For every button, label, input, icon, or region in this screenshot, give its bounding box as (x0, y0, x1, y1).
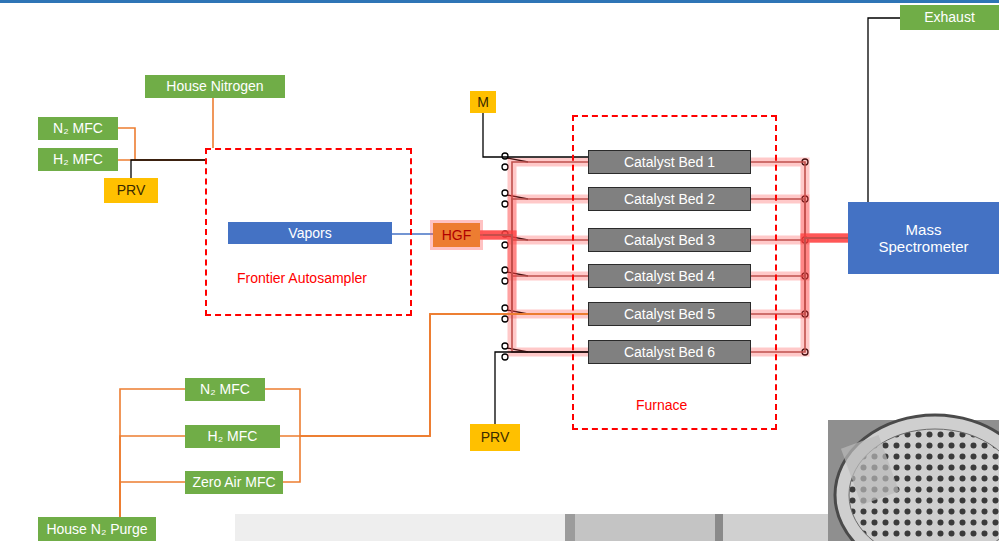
node-label: H₂ MFC (208, 428, 258, 444)
connector-line (751, 238, 848, 314)
connector-line (118, 128, 205, 160)
catalyst-bed: Catalyst Bed 1 (588, 150, 751, 174)
node-label: Zero Air MFC (192, 474, 275, 490)
connector-line (280, 314, 588, 436)
catalyst-bed: Catalyst Bed 2 (588, 187, 751, 211)
valve-box: PRV (470, 424, 520, 451)
connector-line (120, 389, 185, 517)
node-label: M (477, 94, 489, 110)
region-heading: Frontier Autosampler (237, 270, 367, 286)
node-label: Catalyst Bed 3 (624, 232, 715, 248)
highlighted-flow-line (751, 238, 848, 314)
highlighted-flow-line (751, 199, 848, 238)
connector-line (120, 436, 185, 517)
node-label: HGF (442, 227, 472, 243)
catalyst-bed: Catalyst Bed 6 (588, 340, 751, 364)
node-label: N₂ MFC (53, 120, 103, 136)
supply-box: Zero Air MFC (185, 471, 283, 494)
catalyst-bed: Catalyst Bed 3 (588, 228, 751, 252)
supply-box: Exhaust (900, 5, 999, 30)
node-label: Catalyst Bed 1 (624, 154, 715, 170)
connector-line (751, 199, 848, 238)
gas-line (131, 160, 205, 178)
connector-line (131, 160, 205, 178)
connector-line (283, 314, 588, 482)
gas-line (120, 436, 185, 517)
connector-line (392, 233, 433, 235)
gas-line (283, 314, 588, 482)
node-label: Mass Spectrometer (865, 221, 983, 256)
highlighted-flow-line (751, 238, 848, 276)
node-label: N₂ MFC (200, 381, 250, 397)
connector-line (120, 482, 185, 517)
node-label: Vapors (288, 225, 331, 241)
valve-box: M (470, 91, 496, 113)
supply-box: N₂ MFC (38, 117, 118, 140)
node-label: PRV (117, 182, 146, 198)
supply-box: H₂ MFC (185, 425, 280, 448)
node-label: House N₂ Purge (46, 521, 147, 537)
gas-line (392, 234, 433, 235)
node-label: House Nitrogen (166, 78, 263, 94)
node-label: H₂ MFC (53, 151, 103, 167)
flow-highlight (751, 238, 848, 276)
gas-line (868, 18, 900, 202)
gas-line (120, 389, 185, 517)
connector-line (868, 18, 900, 202)
connector-line (751, 238, 848, 276)
gas-line (118, 128, 205, 160)
node-label: Exhaust (924, 9, 975, 25)
connector-line (495, 352, 588, 424)
supply-box: House Nitrogen (145, 75, 285, 98)
connector-line (751, 162, 848, 238)
node-label: Catalyst Bed 2 (624, 191, 715, 207)
supply-box: H₂ MFC (38, 148, 118, 171)
flow-highlight (751, 162, 848, 238)
valve-box: PRV (104, 178, 158, 203)
region-heading: Furnace (636, 397, 687, 413)
flow-highlight (751, 238, 848, 314)
instrument-box: Mass Spectrometer (848, 202, 999, 274)
node-label: PRV (481, 429, 510, 445)
catalyst-bed: Catalyst Bed 5 (588, 302, 751, 326)
gas-line (495, 352, 588, 424)
enclosure-region: Furnace Catalyst Bed 1 Catalyst Bed 2 Catal… (572, 115, 777, 430)
connector-line (212, 98, 214, 148)
header-bar (0, 0, 999, 3)
gas-line (120, 482, 185, 517)
gas-line (265, 314, 588, 436)
instrument-box: Vapors (228, 222, 392, 244)
gas-line (280, 314, 588, 436)
connector-line (751, 238, 848, 352)
catalyst-bed: Catalyst Bed 4 (588, 264, 751, 288)
flow-highlight (751, 238, 848, 352)
supply-box: N₂ MFC (185, 378, 265, 401)
connector-line (265, 314, 588, 436)
node-label: Catalyst Bed 5 (624, 306, 715, 322)
gas-line (213, 98, 214, 148)
supply-box: House N₂ Purge (38, 517, 156, 541)
sample-plate-photo (828, 415, 999, 541)
highlighted-flow-line (751, 162, 848, 238)
filter-box: HGF (433, 223, 480, 247)
node-label: Catalyst Bed 6 (624, 344, 715, 360)
node-label: Catalyst Bed 4 (624, 268, 715, 284)
enclosure-region: Frontier Autosampler Vapors (205, 148, 412, 316)
flow-highlight (751, 199, 848, 238)
highlighted-flow-line (751, 238, 848, 352)
